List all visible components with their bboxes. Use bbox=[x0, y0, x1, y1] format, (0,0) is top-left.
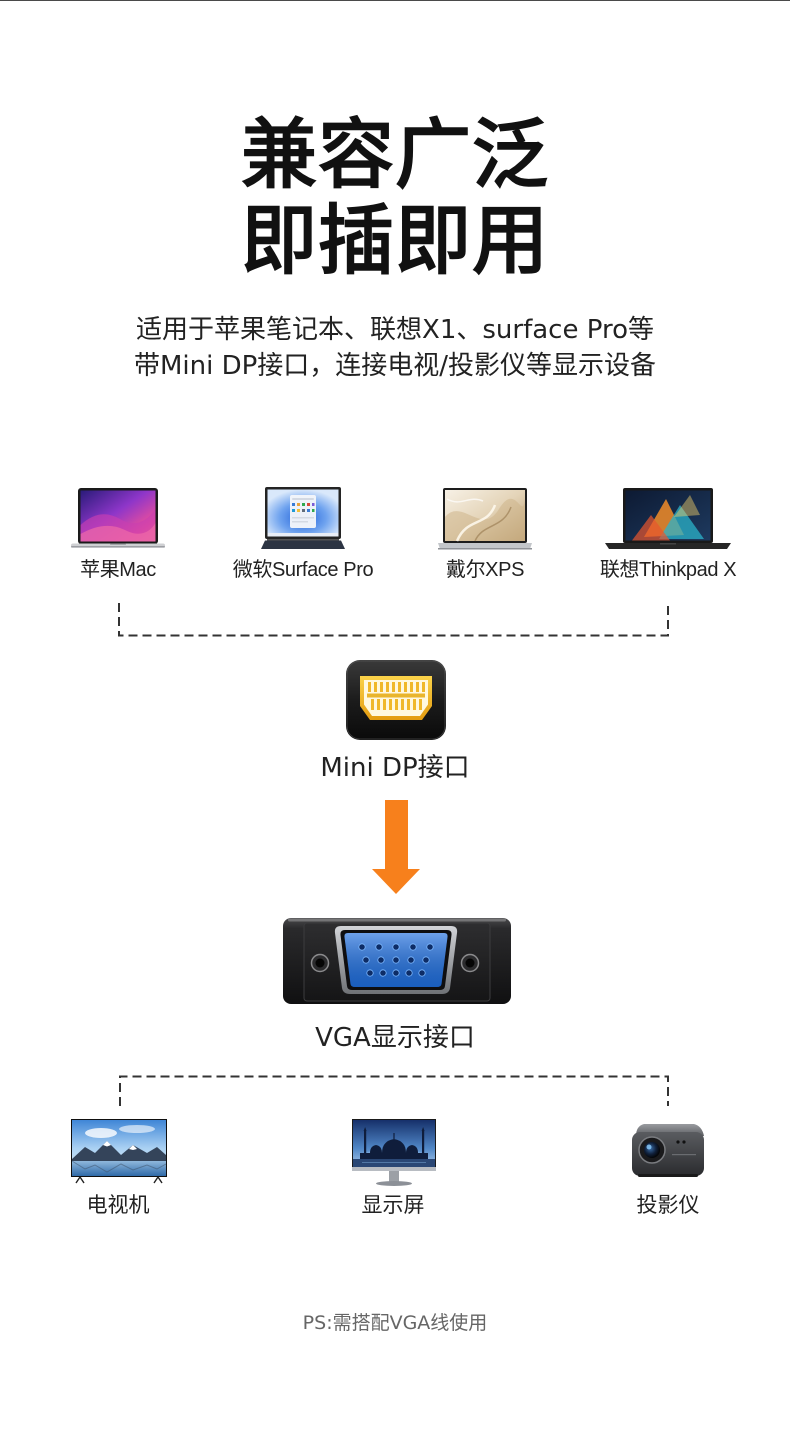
subtitle-line-2: 带Mini DP接口，连接电视/投影仪等显示设备 bbox=[133, 351, 657, 381]
mini-dp-socket bbox=[360, 676, 432, 720]
tablet-screen bbox=[267, 489, 339, 537]
headline-line-2: 即插即用 bbox=[241, 196, 549, 285]
laptop-screen bbox=[445, 490, 525, 542]
device-label-dell-xps: 戴尔XPS bbox=[445, 559, 525, 581]
device-label-surface-pro: 微软Surface Pro bbox=[232, 559, 374, 581]
projector-lens bbox=[638, 1136, 666, 1164]
device-label-thinkpad: 联想Thinkpad X bbox=[599, 559, 737, 581]
vga-port-icon bbox=[283, 918, 511, 1004]
vga-port-label: VGA显示接口 bbox=[315, 1023, 475, 1053]
top-divider bbox=[0, 0, 790, 1]
monitor-icon bbox=[352, 1119, 436, 1186]
subtitle-line-1: 适用于苹果笔记本、联想X1、surface Pro等 bbox=[136, 315, 654, 345]
vga-socket bbox=[334, 926, 458, 994]
thinkpad-laptop-icon bbox=[605, 488, 731, 549]
surface-pro-icon bbox=[261, 487, 345, 549]
macbook-icon bbox=[71, 488, 165, 548]
footnote: PS:需搭配VGA线使用 bbox=[302, 1312, 488, 1334]
projector-icon bbox=[632, 1124, 704, 1177]
mini-dp-port-label: Mini DP接口 bbox=[320, 753, 470, 783]
tv-icon bbox=[71, 1119, 167, 1184]
monitor-screen bbox=[353, 1120, 435, 1167]
tv-screen bbox=[71, 1120, 167, 1176]
vga-screw-hole-right bbox=[460, 953, 480, 973]
device-label-projector: 投影仪 bbox=[636, 1194, 700, 1217]
device-label-monitor: 显示屏 bbox=[361, 1194, 425, 1217]
target-connector-line bbox=[119, 1075, 669, 1106]
headline-line-1: 兼容广泛 bbox=[241, 110, 549, 199]
mini-dp-port-icon bbox=[346, 660, 446, 740]
laptop-screen bbox=[80, 490, 156, 542]
vga-screw-hole-left bbox=[310, 953, 330, 973]
down-arrow bbox=[372, 800, 420, 894]
device-label-mac: 苹果Mac bbox=[80, 559, 156, 581]
dell-xps-laptop-icon bbox=[438, 488, 532, 550]
device-label-tv: 电视机 bbox=[86, 1194, 150, 1217]
laptop-screen bbox=[625, 490, 711, 541]
source-connector-line bbox=[118, 603, 669, 637]
